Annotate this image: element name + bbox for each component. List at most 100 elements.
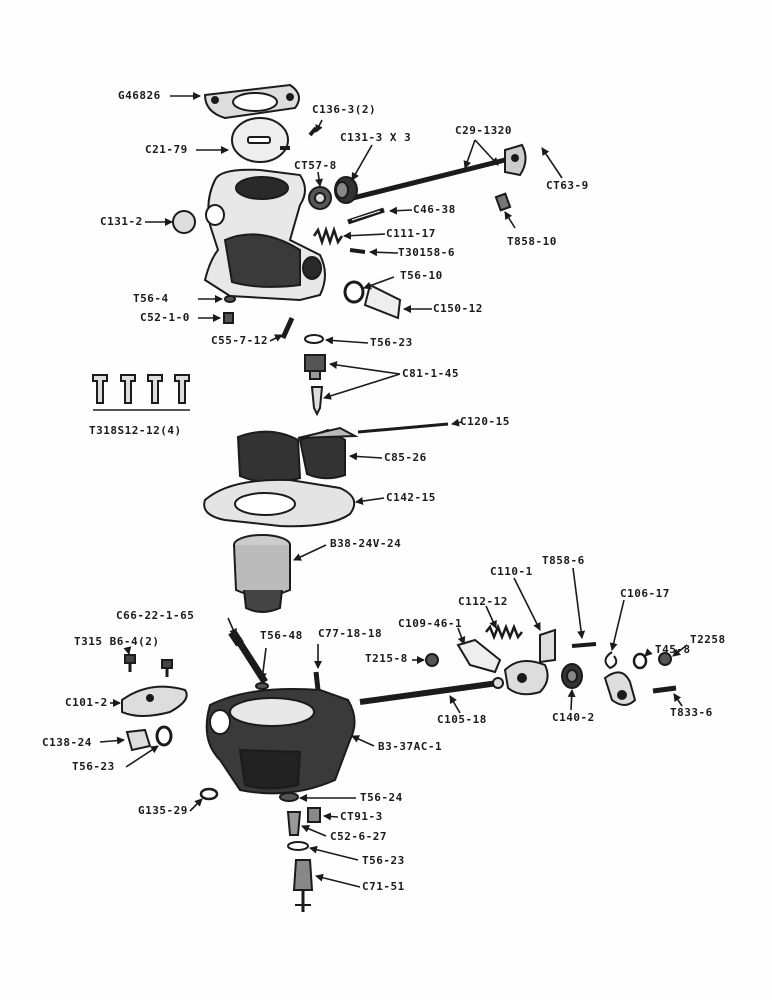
label-c71-51: C71-51 (362, 880, 405, 893)
label-c150-12: C150-12 (433, 302, 483, 315)
bushing-c140-2 (561, 663, 583, 689)
leader-t56-10 (363, 276, 395, 290)
leader-t30158-6 (369, 248, 399, 257)
label-t315b6-4: T315 B6-4(2) (74, 635, 160, 648)
leader-c105-18 (449, 695, 461, 714)
label-c112-12: C112-12 (458, 595, 508, 608)
pin-c55-7-12 (280, 316, 295, 340)
throttle-body-casting (203, 168, 326, 302)
label-c131-3x3: C131-3 X 3 (340, 131, 412, 144)
spring-c111-17 (312, 226, 344, 246)
float-pin-c120-15 (357, 422, 449, 434)
jet-c52-1-0 (223, 312, 234, 324)
leader-c46-38 (389, 206, 413, 215)
lever-c110-1 (539, 628, 556, 664)
label-g46826: G46826 (118, 89, 161, 102)
label-t2258: T2258 (690, 633, 726, 646)
lever-c106-17 (603, 671, 637, 706)
gasket-c142-15-opening (234, 492, 296, 516)
label-ct57-8: CT57-8 (294, 159, 337, 172)
label-c138-24: C138-24 (42, 736, 92, 749)
label-c55-7-12: C55-7-12 (211, 334, 268, 347)
leader-c136-3 (315, 119, 323, 133)
label-c105-18: C105-18 (437, 713, 487, 726)
washer-t56-23-bottom (287, 841, 309, 851)
leader-t858-6 (572, 567, 586, 639)
label-t45-8: T45-8 (655, 643, 691, 656)
plug-c131-2 (172, 210, 196, 234)
leader-b3-37ac-1 (351, 735, 375, 747)
label-t56-23-top: T56-23 (370, 336, 413, 349)
label-t56-10: T56-10 (400, 269, 443, 282)
label-ct91-3: CT91-3 (340, 810, 383, 823)
leader-c71-51 (315, 873, 361, 888)
label-c111-17: C111-17 (386, 227, 436, 240)
leader-c106-17 (609, 599, 625, 651)
label-c109-46-1: C109-46-1 (398, 617, 463, 630)
label-c21-79: C21-79 (145, 143, 188, 156)
label-t56-48: T56-48 (260, 629, 303, 642)
screws-t318s12-12 (92, 374, 190, 411)
label-c52-1-0: C52-1-0 (140, 311, 190, 324)
label-c131-2: C131-2 (100, 215, 143, 228)
needle-c46-38 (347, 207, 385, 225)
leader-c131-3 (351, 144, 373, 181)
throttle-plate-c21-79 (231, 117, 289, 163)
plug-ct91-3 (307, 807, 321, 823)
label-t56-23-left: T56-23 (72, 760, 115, 773)
leader-t56-23-bottom (309, 845, 359, 861)
washer-t56-23-left (155, 725, 173, 747)
label-c120-15: C120-15 (460, 415, 510, 428)
leader-t2258 (672, 644, 688, 657)
gasket-g135-29 (199, 787, 219, 801)
leader-c52-6-27 (301, 825, 327, 837)
label-t56-4: T56-4 (133, 292, 169, 305)
screw-t30158-6 (349, 248, 366, 254)
label-t215-8: T215-8 (365, 652, 408, 665)
leader-c112-12 (485, 605, 497, 629)
washer-t56-48 (255, 682, 269, 690)
leader-t45-8 (644, 648, 653, 657)
leader-c142-15 (355, 497, 385, 505)
needle-seat-c81-1-45 (304, 354, 326, 417)
leader-ct57-8 (315, 171, 323, 187)
washer-t45-8 (632, 652, 648, 670)
leader-c66-22-1-65 (227, 617, 237, 637)
fitting-c150-12 (363, 283, 402, 320)
lever-c109-46-1 (456, 638, 502, 674)
label-ct63-9: CT63-9 (546, 179, 589, 192)
leader-c109-46-1 (457, 627, 466, 645)
leader-c138-24 (99, 736, 125, 745)
label-c77-18-18: C77-18-18 (318, 627, 383, 640)
leader-c29-1320-a (463, 139, 476, 169)
label-c29-1320: C29-1320 (455, 124, 512, 137)
washer-t56-4 (224, 295, 236, 303)
screw-t833-6 (652, 685, 677, 694)
leader-c29-1320-b (474, 139, 499, 166)
leader-c85-26 (349, 452, 383, 461)
spring-c112-12 (485, 623, 523, 641)
plug-c138-24 (125, 728, 152, 752)
label-b38-24v-24: B38-24V-24 (330, 537, 402, 550)
label-c85-26: C85-26 (384, 451, 427, 464)
label-g135-29: G135-29 (138, 804, 188, 817)
throttle-shaft-c105-18 (359, 677, 504, 705)
label-c52-6-27: C52-6-27 (330, 830, 387, 843)
gear-quadrant-c109-46-1 (503, 660, 549, 696)
washer-t56-23-top (304, 334, 324, 344)
leader-c140-2 (567, 689, 576, 711)
label-b3-37ac-1: B3-37AC-1 (378, 740, 443, 753)
gear-ct57-8 (308, 186, 332, 210)
leader-t56-23-top (325, 336, 369, 345)
label-c142-15: C142-15 (386, 491, 436, 504)
label-t30158-6: T30158-6 (398, 246, 455, 259)
washer-t56-24 (279, 792, 299, 802)
leader-ct63-9 (541, 147, 563, 179)
leader-t56-23-left (125, 745, 159, 768)
label-t318s12-12: T318S12-12(4) (89, 424, 182, 437)
leader-ct91-3 (323, 812, 339, 821)
leader-b38-24v-24 (293, 544, 327, 561)
float-bowl-b3-37ac-1 (205, 688, 356, 795)
